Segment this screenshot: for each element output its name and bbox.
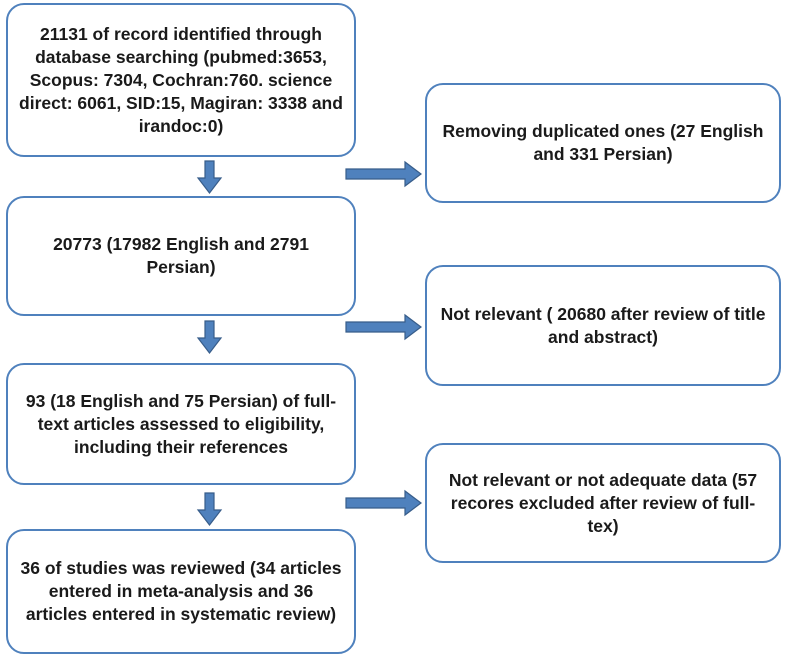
not-relevant-abstract-text: Not relevant ( 20680 after review of tit…	[440, 303, 766, 347]
after-duplicates-box: 20773 (17982 English and 2791 Persian)	[6, 196, 356, 316]
duplicates-removed-box: Removing duplicated ones (27 English and…	[425, 83, 781, 203]
after-duplicates-text: 20773 (17982 English and 2791 Persian)	[53, 234, 309, 277]
fulltext-assessed-box: 93 (18 English and 75 Persian) of full-t…	[6, 363, 356, 485]
records-identified-text: 21131 of record identified through datab…	[19, 23, 343, 136]
studies-reviewed-text: 36 of studies was reviewed (34 articles …	[20, 558, 342, 624]
right-arrow-3	[345, 489, 422, 517]
not-relevant-abstract-box: Not relevant ( 20680 after review of tit…	[425, 265, 781, 386]
studies-reviewed-box: 36 of studies was reviewed (34 articles …	[6, 529, 356, 654]
records-identified-box: 21131 of record identified through datab…	[6, 3, 356, 157]
right-arrow-1	[345, 160, 422, 188]
down-arrow-2	[196, 320, 223, 354]
not-relevant-fulltext-text: Not relevant or not adequate data (57 re…	[448, 469, 758, 536]
fulltext-assessed-text: 93 (18 English and 75 Persian) of full-t…	[25, 390, 337, 457]
down-arrow-3	[196, 492, 223, 526]
down-arrow-1	[196, 160, 223, 194]
right-arrow-2	[345, 313, 422, 341]
duplicates-removed-text: Removing duplicated ones (27 English and…	[442, 121, 764, 164]
not-relevant-fulltext-box: Not relevant or not adequate data (57 re…	[425, 443, 781, 563]
